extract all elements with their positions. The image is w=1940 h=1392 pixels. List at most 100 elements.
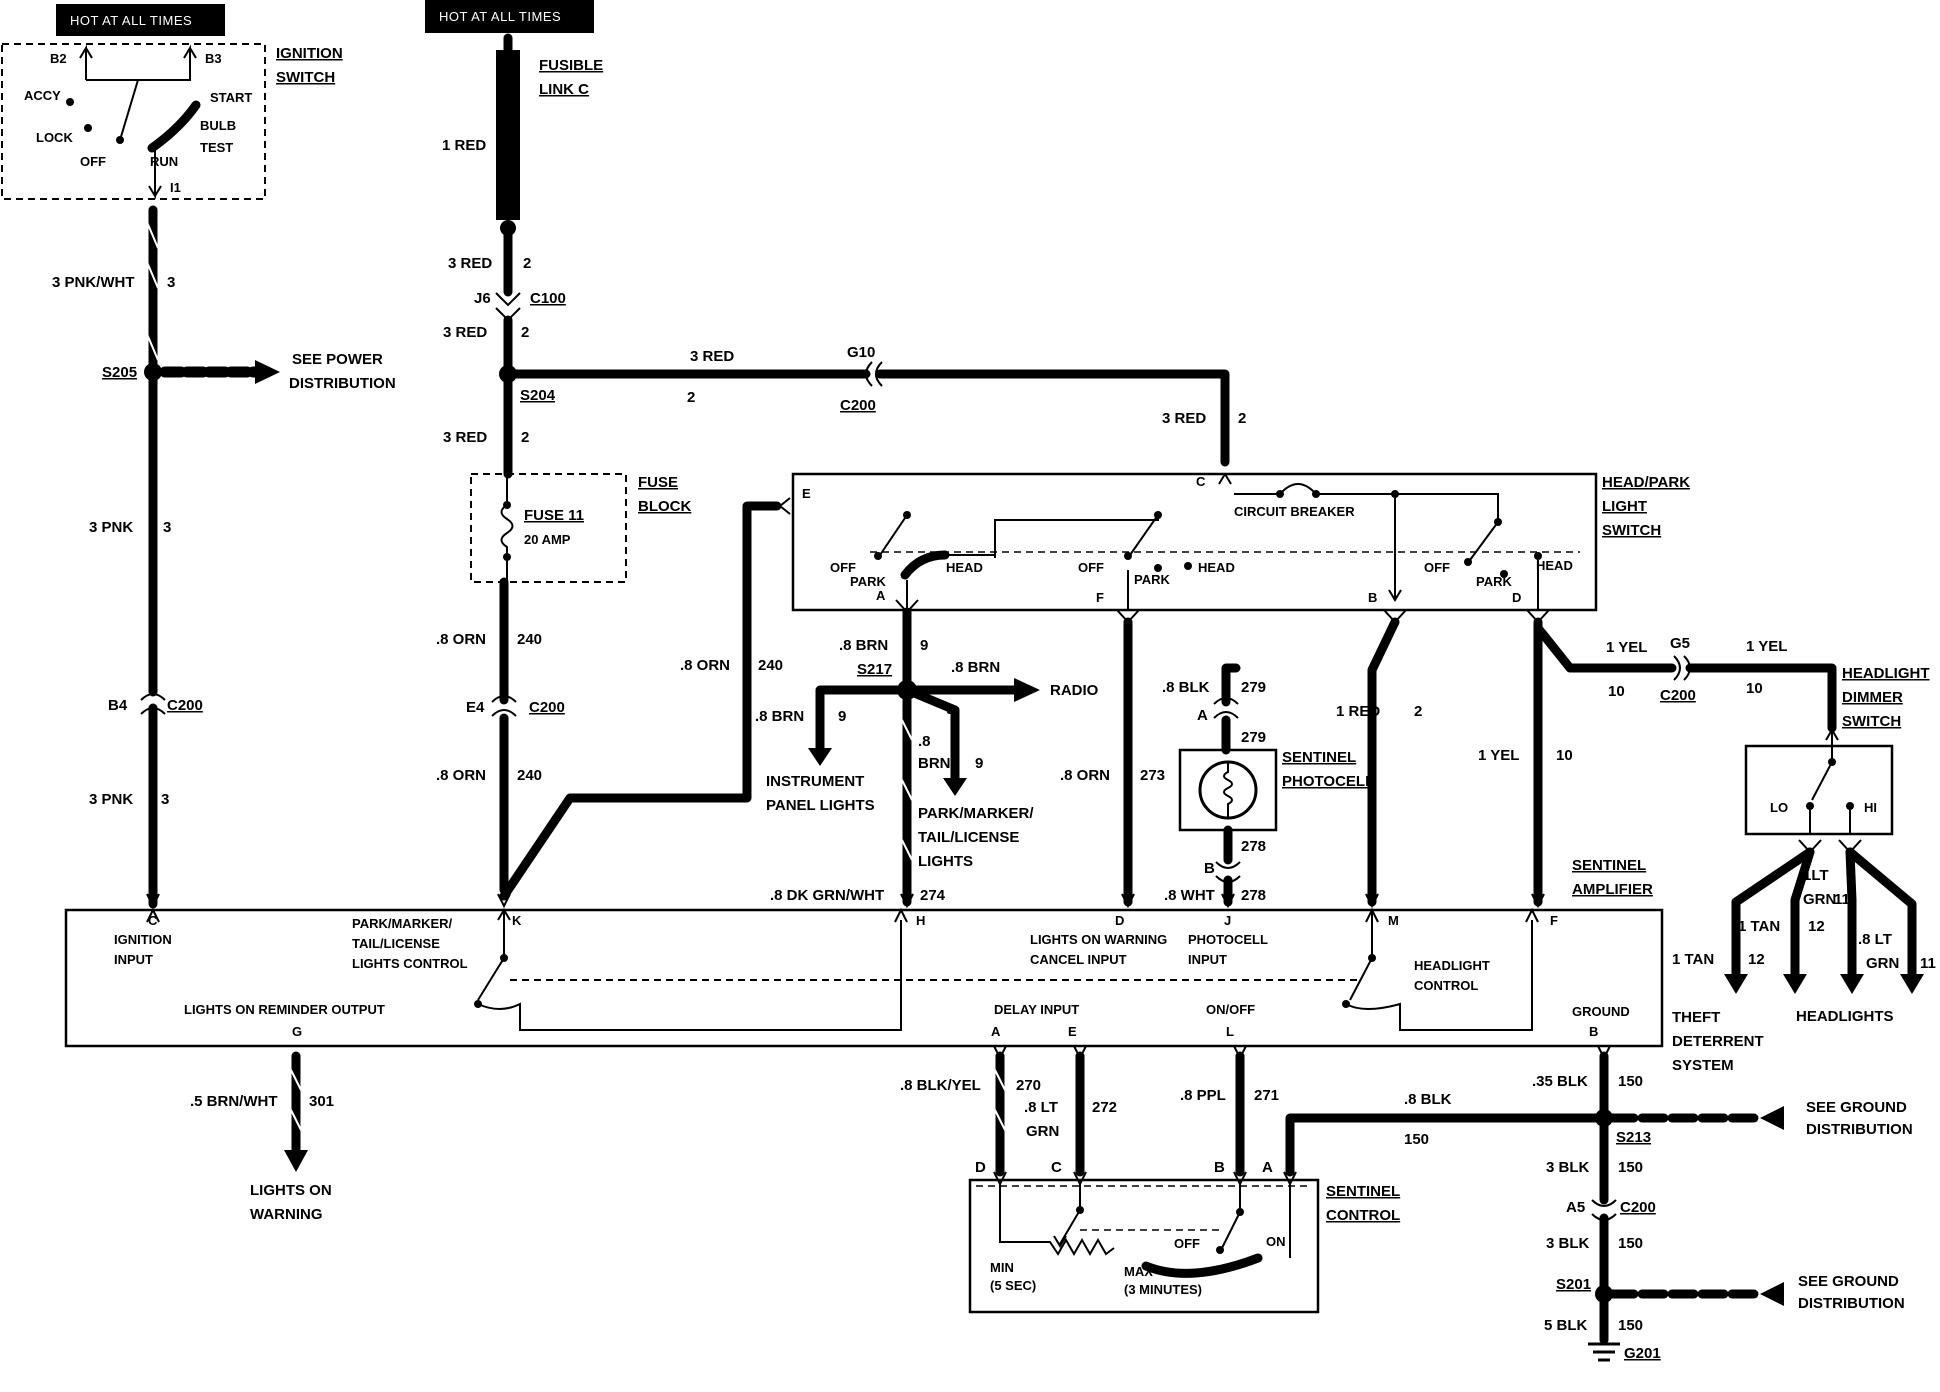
amp-terminal-k: K (512, 913, 522, 928)
switch-terminal-b: B (1368, 590, 1377, 605)
ignition-pos-lock: LOCK (36, 130, 73, 145)
label-g5: G5 (1670, 635, 1690, 652)
label-dkgrn-num: 274 (920, 887, 946, 904)
photocell-title-1: SENTINEL (1282, 749, 1356, 766)
label-blk-yel: .8 BLK/YEL (900, 1077, 981, 1094)
label-s205: S205 (102, 364, 137, 381)
see-power-1: SEE POWER (292, 351, 383, 368)
switch-a-blade (879, 514, 908, 556)
hot-banner-ignition (56, 4, 225, 36)
wire-ltgrn-head-3 (1845, 847, 1917, 981)
ignition-pos-accy: ACCY (24, 88, 61, 103)
label-red-c: 3 RED (443, 429, 487, 446)
label-blk-8-num: 150 (1404, 1131, 1429, 1148)
label-pnk-wht: 3 PNK/WHT (52, 274, 135, 291)
label-279-b: 279 (1241, 729, 1266, 746)
label-red-c-num: 2 (521, 429, 529, 446)
see-ground-1a: SEE GROUND (1806, 1099, 1907, 1116)
ignition-accy-contact (66, 98, 74, 106)
dimmer-hi-contact (1846, 802, 1854, 810)
ignition-title-1: IGNITION (276, 45, 343, 62)
switch-c-arrow (1218, 473, 1232, 485)
label-pnk-upper: 3 PNK (89, 519, 133, 536)
photocell-resistor (1223, 762, 1233, 818)
ignition-switch-box (1, 43, 266, 200)
label-blk-3a: 3 BLK (1546, 1159, 1590, 1176)
head-arrow-3 (1900, 974, 1924, 994)
label-red-b-num: 2 (521, 324, 529, 341)
amp-delay-input: DELAY INPUT (994, 1002, 1079, 1017)
control-terminal-c: C (1051, 1159, 1062, 1176)
label-lt-grn-a: .8 LT (1024, 1099, 1058, 1116)
theft-1: THEFT (1672, 1009, 1720, 1026)
label-278-a: 278 (1241, 838, 1266, 855)
label-s213: S213 (1616, 1129, 1651, 1146)
label-blk-35: .35 BLK (1532, 1073, 1588, 1090)
label-brn-radio: .8 BRN (951, 659, 1000, 676)
fuse-rating: 20 AMP (524, 532, 571, 547)
label-yel-amp: 1 YEL (1478, 747, 1519, 764)
switch-title-1: HEAD/PARK (1602, 474, 1690, 491)
label-radio: RADIO (1050, 682, 1099, 699)
theft-3: SYSTEM (1672, 1057, 1734, 1074)
switch-d-off (1464, 558, 1472, 566)
amp-k-h-link (477, 907, 908, 1031)
theft-arrow (1724, 974, 1748, 994)
ignition-terminal-b3: B3 (205, 51, 222, 66)
wire-ltgrn-head-2 (1845, 847, 1857, 981)
label-brn-park-num: 9 (975, 755, 983, 772)
wire-ignition-stripe (146, 221, 159, 361)
label-ltgrn1-b: GRN (1803, 891, 1836, 908)
label-278-num: 278 (1241, 887, 1266, 904)
breaker-dot-left (1276, 490, 1284, 498)
label-red-a: 3 RED (448, 255, 492, 272)
label-s204: S204 (520, 387, 556, 404)
amp-terminal-h: H (916, 913, 925, 928)
amplifier-box (64, 908, 1664, 1048)
label-ltgrn8-b: GRN (1866, 955, 1899, 972)
label-1red: 1 RED (442, 137, 486, 154)
ignition-b-terminals (79, 44, 197, 81)
wire-brn-wht-stripe (290, 1069, 302, 1131)
label-yel-a-num: 10 (1608, 683, 1625, 700)
wire-brn-instrument (815, 685, 912, 755)
label-pnk-lower-num: 3 (161, 791, 169, 808)
dimmer-title-3: SWITCH (1842, 713, 1901, 730)
switch-a-park-head (900, 550, 950, 580)
control-max: MAX (1124, 1264, 1153, 1279)
control-terminal-a: A (1262, 1159, 1273, 1176)
amp-terminal-m: M (1388, 913, 1399, 928)
label-tan-num: 12 (1748, 951, 1765, 968)
amp-b-arrow (1597, 1045, 1611, 1061)
label-dkgrn: .8 DK GRN/WHT (770, 887, 884, 904)
label-orn-273: .8 ORN (1060, 767, 1110, 784)
see-power-2: DISTRIBUTION (289, 375, 396, 392)
label-orn-a-num: 240 (517, 631, 542, 648)
switch-a-off (874, 552, 882, 560)
amp-photocell-2: INPUT (1188, 952, 1227, 967)
lights-on-2: WARNING (250, 1206, 323, 1223)
label-brn-park-num-a: 9 (946, 701, 954, 718)
switch-d-park (1500, 570, 1508, 578)
hot-label-ignition: HOT AT ALL TIMES (70, 13, 192, 28)
label-ltgrn1-a: 1LT (1803, 867, 1829, 884)
label-c200-g5: C200 (1660, 687, 1696, 704)
label-red-switch: 3 RED (1162, 410, 1206, 427)
label-red-g10: 3 RED (690, 348, 734, 365)
amp-headlight-1: HEADLIGHT (1414, 958, 1490, 973)
amp-cancel-2: CANCEL INPUT (1030, 952, 1127, 967)
wire-tan-theft (1731, 847, 1815, 981)
dimmer-box (1744, 744, 1894, 836)
label-tan-b: 1 TAN (1738, 918, 1780, 935)
amp-terminal-d: D (1115, 913, 1124, 928)
instrument-1: INSTRUMENT (766, 773, 864, 790)
fuse-block-box (470, 473, 627, 583)
photocell-terminal-a: A (1197, 707, 1208, 724)
label-pnk-wht-num: 3 (167, 274, 175, 291)
control-on-arc (1141, 1253, 1263, 1278)
label-blk-3a-num: 150 (1618, 1159, 1643, 1176)
dimmer-title-1: HEADLIGHT (1842, 665, 1930, 682)
control-min-sec: (5 SEC) (990, 1278, 1036, 1293)
dimmer-pivot (1828, 758, 1836, 766)
label-a5: A5 (1566, 1199, 1585, 1216)
